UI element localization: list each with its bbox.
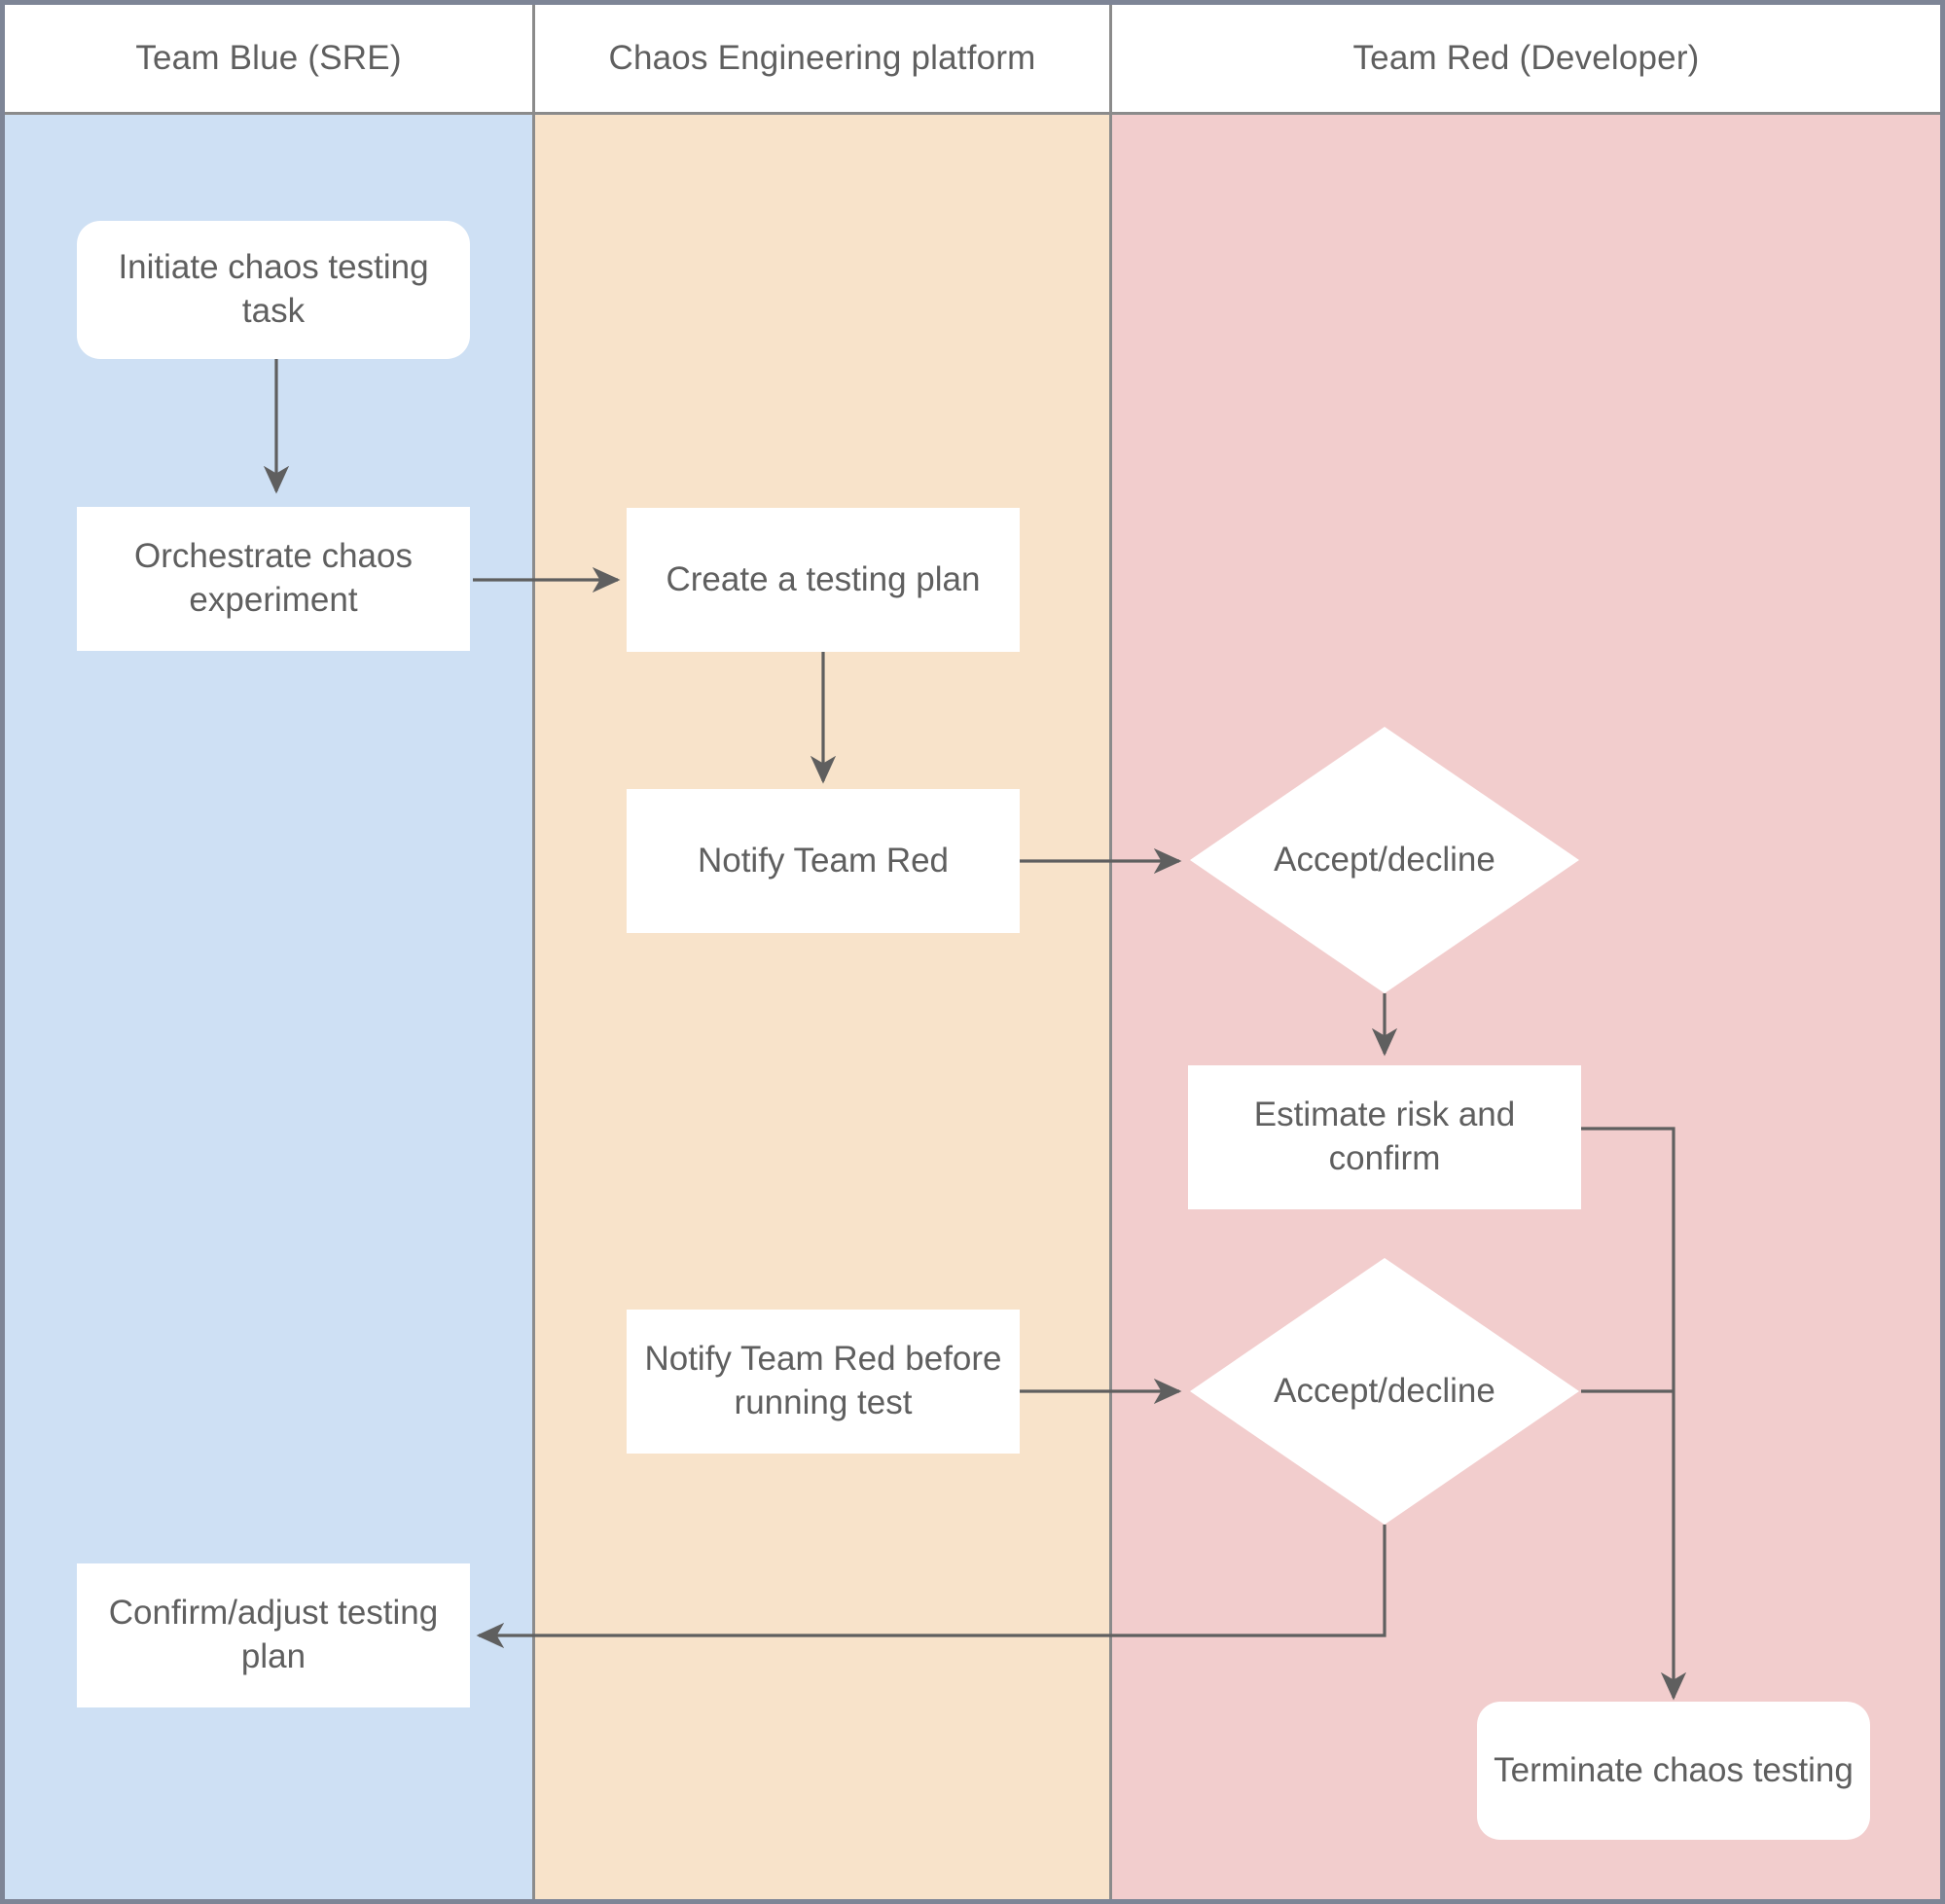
node-label: Confirm/adjust testing plan [108, 1594, 439, 1675]
node-accept-decline-2[interactable]: Accept/decline [1190, 1258, 1579, 1525]
lane-header-team-red: Team Red (Developer) [1112, 5, 1940, 112]
node-label: Accept/decline [1274, 1371, 1495, 1410]
node-notify-team-red-before-running-test[interactable]: Notify Team Red before running test [627, 1310, 1020, 1454]
lane-header-label: Team Red (Developer) [1352, 39, 1700, 77]
node-initiate-chaos-testing-task[interactable]: Initiate chaos testing task [77, 221, 470, 359]
lane-body-orange [535, 112, 1112, 1899]
lane-header-label: Team Blue (SRE) [135, 39, 402, 77]
node-label: Create a testing plan [666, 559, 981, 598]
node-label: Estimate risk and confirm [1253, 1096, 1516, 1177]
node-terminate-chaos-testing[interactable]: Terminate chaos testing [1477, 1702, 1870, 1840]
node-label: Notify Team Red before running test [644, 1340, 1002, 1421]
node-confirm-adjust-testing-plan[interactable]: Confirm/adjust testing plan [77, 1563, 470, 1707]
lane-header-team-blue: Team Blue (SRE) [5, 5, 535, 112]
node-label: Terminate chaos testing [1494, 1750, 1854, 1789]
node-label: Notify Team Red [697, 841, 950, 880]
node-orchestrate-chaos-experiment[interactable]: Orchestrate chaos experiment [77, 507, 470, 651]
node-notify-team-red[interactable]: Notify Team Red [627, 789, 1020, 933]
node-create-a-testing-plan[interactable]: Create a testing plan [627, 508, 1020, 652]
node-label: Initiate chaos testing task [118, 248, 429, 330]
node-accept-decline-1[interactable]: Accept/decline [1190, 727, 1579, 993]
node-label: Orchestrate chaos experiment [134, 537, 413, 619]
lane-header-label: Chaos Engineering platform [608, 39, 1036, 77]
node-estimate-risk-and-confirm[interactable]: Estimate risk and confirm [1188, 1065, 1581, 1209]
lane-header-chaos-platform: Chaos Engineering platform [535, 5, 1112, 112]
node-label: Accept/decline [1274, 840, 1495, 879]
lane-body-red [1112, 112, 1940, 1899]
